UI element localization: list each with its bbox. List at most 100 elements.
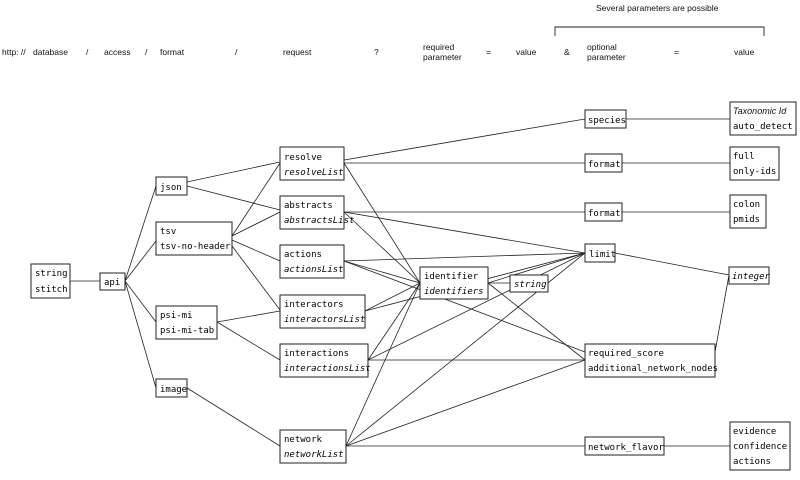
node-request-interactors: interactors interactorsList	[279, 294, 366, 329]
edge-line	[367, 252, 586, 361]
node-label: psi-mi-tab	[160, 326, 214, 336]
node-label: format	[588, 209, 621, 219]
node-label: colon	[733, 200, 760, 210]
node-label: stitch	[35, 285, 68, 295]
node-label: networkList	[284, 450, 344, 460]
node-label: api	[104, 278, 120, 288]
edge-line	[487, 282, 586, 361]
node-label: integer	[732, 272, 771, 282]
edge-line	[614, 252, 730, 276]
edge-line	[343, 118, 586, 161]
node-request-interactions: interactions interactionsList	[279, 343, 371, 378]
url-separator: /	[145, 47, 148, 57]
node-label: identifiers	[424, 287, 484, 297]
node-label: image	[160, 385, 187, 395]
url-value: value	[734, 47, 755, 57]
edge-line	[231, 239, 281, 262]
node-label: required_score	[588, 349, 664, 359]
node-access: api	[99, 272, 126, 291]
node-value-full: full only-ids	[729, 146, 780, 181]
edge-line	[343, 211, 586, 254]
url-equals: =	[486, 47, 491, 57]
node-label: auto_detect	[733, 122, 793, 132]
node-label: tsv-no-header	[160, 242, 231, 252]
edge-line	[186, 161, 281, 183]
edge-line	[231, 211, 281, 237]
edge-line	[216, 310, 281, 323]
node-optional-required-score: required_score additional_network_nodes	[584, 343, 718, 378]
node-label: interactorsList	[284, 315, 365, 325]
node-label: network_flavor	[588, 443, 664, 453]
edge-line	[124, 280, 157, 323]
node-label: string	[35, 269, 68, 279]
node-label: resolveList	[284, 168, 344, 178]
edge-line	[186, 185, 281, 211]
node-value-string: string	[509, 274, 549, 293]
url-question-mark: ?	[374, 47, 379, 57]
url-access: access	[104, 47, 130, 57]
node-label: confidence	[733, 442, 787, 452]
url-separator: /	[235, 47, 238, 57]
edge-line	[124, 280, 157, 389]
node-param-identifier: identifier identifiers	[419, 266, 489, 300]
node-label: resolve	[284, 153, 322, 163]
edge-line	[364, 282, 421, 312]
optional-parameters-bracket	[554, 26, 765, 36]
edge-line	[186, 387, 281, 447]
node-label: limit	[589, 250, 616, 260]
node-request-resolve: resolve resolveList	[279, 146, 345, 181]
node-label: abstracts	[284, 201, 333, 211]
url-separator: /	[86, 47, 89, 57]
node-label: psi-mi	[160, 311, 193, 321]
node-request-actions: actions actionsList	[279, 244, 345, 279]
url-required-parameter-line1: required	[423, 42, 454, 52]
node-label: evidence	[733, 427, 776, 437]
node-label: abstractsList	[284, 216, 354, 226]
node-request-network: network networkList	[279, 429, 347, 464]
node-value-taxonomic-id: Taxonomic Id auto_detect	[729, 101, 797, 136]
node-label: identifier	[424, 272, 479, 282]
node-optional-species: species	[584, 109, 627, 129]
edge-line	[345, 282, 421, 447]
edge-line	[487, 252, 586, 284]
edge-line	[714, 274, 730, 353]
nodes: string stitch api json tsv tsv-no-header…	[30, 101, 797, 471]
node-label: interactors	[284, 300, 344, 310]
node-format-psi-mi: psi-mi psi-mi-tab	[155, 305, 218, 340]
url-optional-parameter-line2: parameter	[587, 52, 626, 62]
edge-line	[216, 321, 281, 361]
edge-line	[231, 245, 281, 311]
node-label: interactions	[284, 349, 349, 359]
several-parameters-note: Several parameters are possible	[596, 3, 719, 13]
edge-line	[124, 240, 157, 282]
edge-line	[124, 185, 157, 282]
edge-line	[343, 260, 421, 284]
node-optional-limit: limit	[584, 243, 616, 263]
node-label: actions	[733, 457, 771, 467]
node-label: json	[160, 183, 182, 193]
node-format-json: json	[155, 176, 188, 196]
node-format-tsv: tsv tsv-no-header	[155, 221, 233, 256]
node-label: full	[733, 152, 755, 162]
node-label: additional_network_nodes	[588, 364, 718, 374]
node-optional-network-flavor: network_flavor	[584, 436, 665, 456]
node-value-integer: integer	[728, 266, 771, 285]
node-label: only-ids	[733, 167, 776, 177]
edge-line	[231, 162, 281, 237]
url-format: format	[160, 47, 185, 57]
edge-line	[343, 211, 421, 284]
url-value: value	[516, 47, 537, 57]
node-label: actionsList	[284, 265, 344, 275]
edge-line	[343, 162, 421, 284]
node-label: pmids	[733, 215, 760, 225]
edge-line	[343, 252, 586, 262]
url-protocol: http: //	[2, 47, 26, 57]
node-label: string	[514, 280, 547, 290]
url-optional-parameter-line1: optional	[587, 42, 617, 52]
node-label: species	[588, 116, 626, 126]
edge-line	[367, 282, 421, 361]
node-format-image: image	[155, 378, 188, 398]
edge-line	[343, 260, 586, 353]
node-optional-format: format	[584, 202, 623, 222]
node-optional-format: format	[584, 153, 623, 173]
